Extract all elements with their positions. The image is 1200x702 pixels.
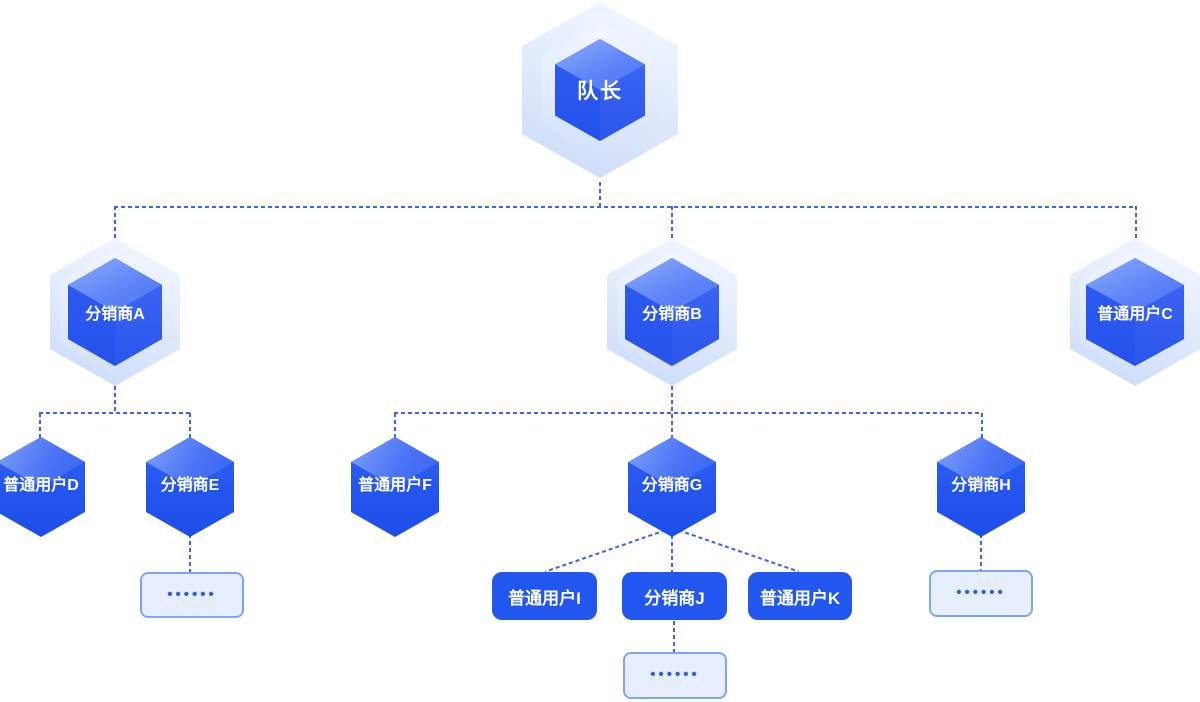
ellipsis-dots: ••••••	[650, 666, 700, 683]
node-regular-user-f[interactable]: 普通用户F	[351, 437, 439, 537]
node-label: 普通用户K	[759, 588, 841, 608]
node-distributor-e[interactable]: 分销商E	[146, 437, 234, 537]
connector-bar-b-children	[394, 412, 982, 414]
connector-root-stem	[599, 182, 601, 206]
connector-drop-d	[39, 413, 41, 438]
node-label: 分销商E	[160, 477, 220, 494]
node-distributor-j[interactable]: 分销商J	[622, 572, 727, 620]
connector-trunk-level2	[114, 206, 1137, 208]
connector-drop-f	[394, 413, 396, 438]
node-label: 普通用户F	[358, 477, 432, 494]
cube-shape: 队长	[555, 39, 645, 141]
cube-shape: 分销商A	[68, 258, 162, 366]
more-under-e[interactable]: ••••••	[140, 572, 244, 618]
node-distributor-h[interactable]: 分销商H	[937, 437, 1025, 537]
node-distributor-g[interactable]: 分销商G	[628, 437, 716, 537]
connector-drop-e	[189, 413, 191, 438]
connector-drop-a	[114, 206, 116, 238]
connector-h-to-more	[980, 534, 982, 570]
node-regular-user-k[interactable]: 普通用户K	[748, 572, 852, 620]
connector-e-to-more	[189, 534, 191, 572]
connector-g-to-j	[671, 528, 673, 572]
node-label: 分销商B	[642, 306, 702, 323]
node-label: 队长	[577, 80, 623, 103]
connector-drop-h	[981, 413, 983, 438]
cube-shape: 分销商B	[625, 258, 719, 366]
node-label: 分销商H	[951, 477, 1011, 494]
ellipsis-dots: ••••••	[167, 585, 217, 603]
connector-j-to-more	[673, 621, 675, 652]
more-under-j[interactable]: ••••••	[623, 652, 727, 699]
more-under-h[interactable]: ••••••	[929, 570, 1033, 617]
node-regular-user-d[interactable]: 普通用户D	[0, 437, 85, 537]
node-label: 分销商G	[641, 477, 703, 494]
node-label: 分销商A	[85, 306, 145, 323]
node-label: 普通用户I	[508, 588, 581, 608]
connector-bar-a-children	[39, 412, 191, 414]
cube-shape: 普通用户C	[1086, 258, 1184, 366]
ellipsis-dots: ••••••	[956, 584, 1006, 601]
connector-drop-c	[1135, 206, 1137, 238]
connector-a-stem	[114, 386, 116, 413]
node-label: 分销商J	[644, 588, 705, 608]
node-label: 普通用户C	[1097, 306, 1173, 323]
node-label: 普通用户D	[3, 477, 79, 494]
node-regular-user-i[interactable]: 普通用户I	[492, 572, 597, 620]
connector-drop-b	[671, 206, 673, 238]
